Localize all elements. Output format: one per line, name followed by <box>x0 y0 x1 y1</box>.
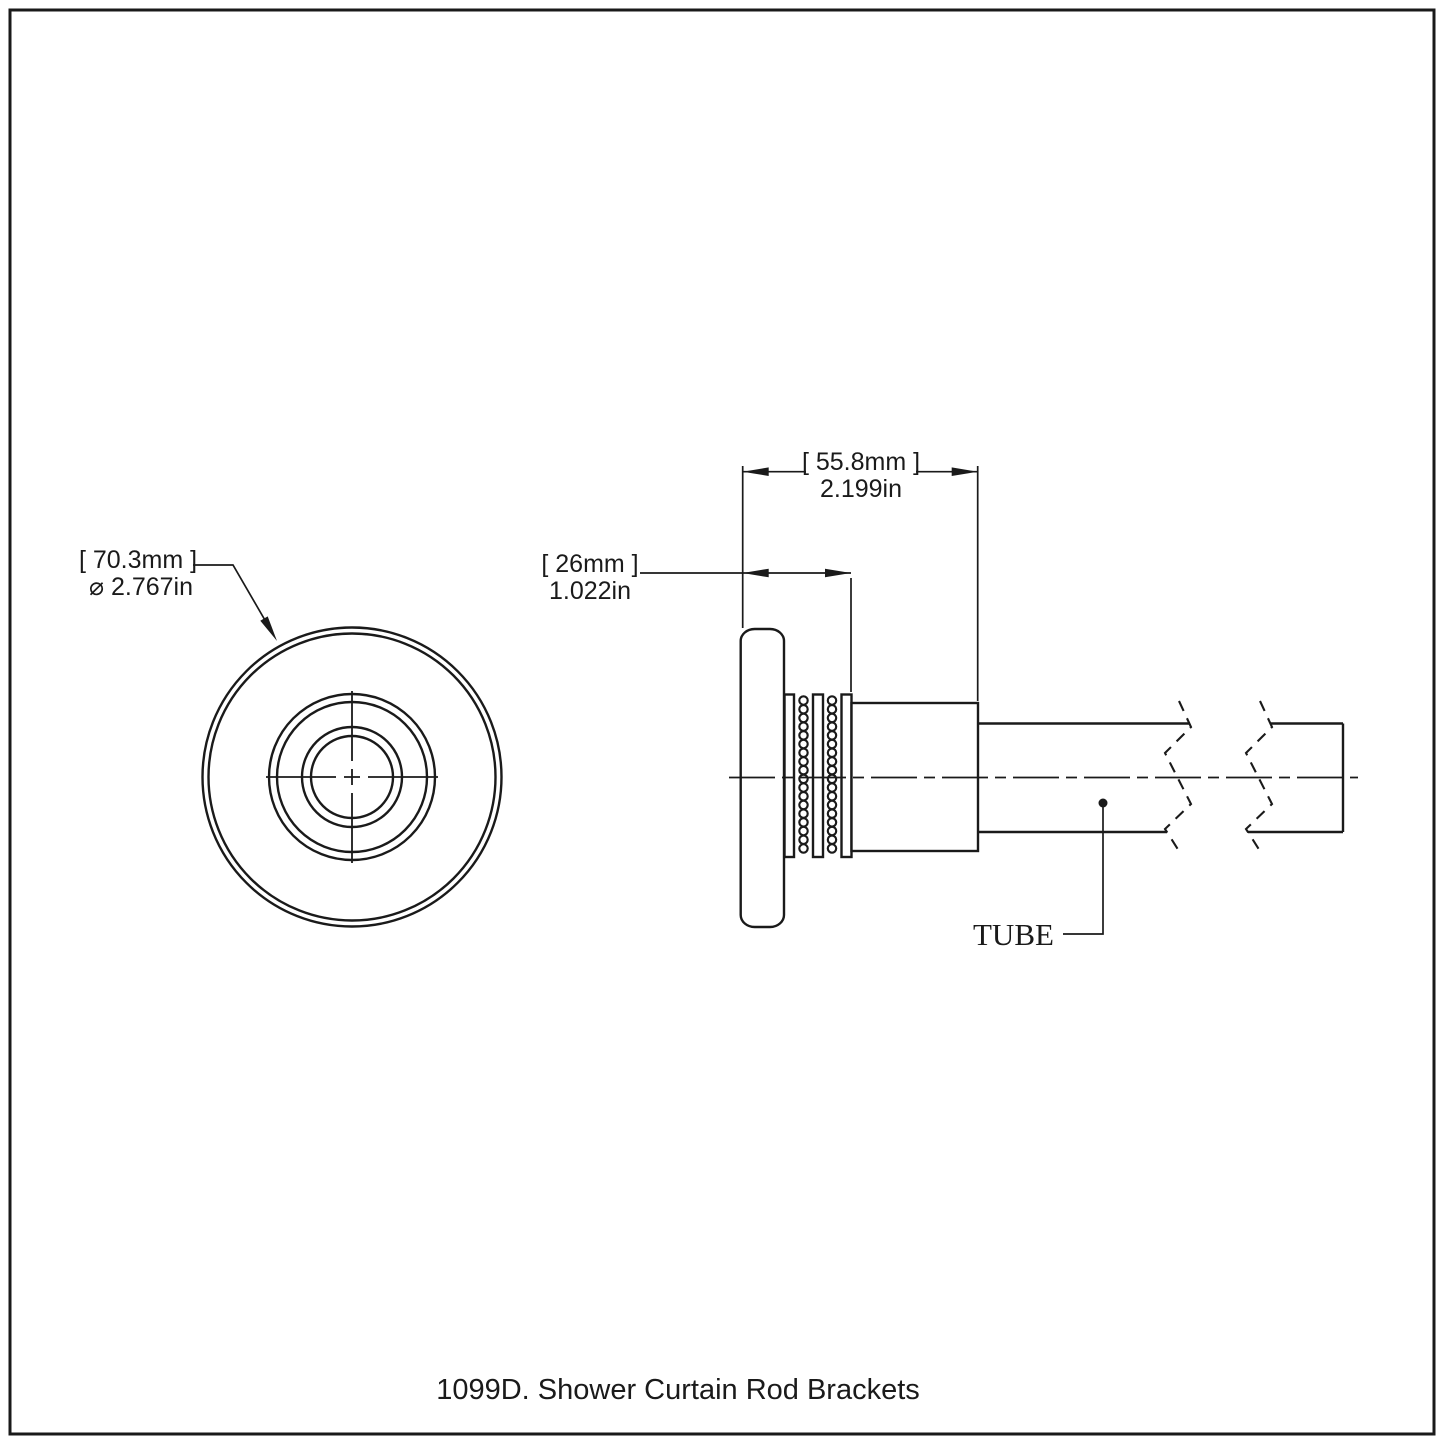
collar-ring-3 <box>840 693 853 859</box>
collar-ring-2 <box>811 693 825 859</box>
diameter-leader-line <box>193 564 274 635</box>
front-view <box>201 626 503 928</box>
tube <box>978 700 1345 852</box>
tube-break-line-2 <box>1244 700 1274 852</box>
drawing-caption: 1099D. Shower Curtain Rod Brackets <box>436 1374 920 1406</box>
overall-depth-label-imperial: 2.199in <box>820 475 902 503</box>
diameter-label-imperial: ⌀ 2.767in <box>89 573 193 601</box>
tube-callout: TUBE <box>973 798 1108 952</box>
tube-break-line-1 <box>1163 700 1193 852</box>
flange-dim-arrow-left <box>742 568 769 578</box>
overall-dim-arrow-left <box>742 467 769 476</box>
tube-leader-line <box>1063 803 1104 935</box>
flange-depth-label-imperial: 1.022in <box>549 577 631 605</box>
collar-ring-1 <box>783 693 796 859</box>
tube-label: TUBE <box>973 917 1054 952</box>
flange-dim-arrow-right <box>825 568 851 578</box>
flange-rim-circle-inner <box>207 632 497 922</box>
side-view <box>729 627 1358 929</box>
diameter-leader-arrowhead <box>260 616 277 641</box>
overall-depth-label-metric: [ 55.8mm ] <box>802 448 920 476</box>
flange-depth-dimension: [ 26mm ] 1.022in <box>541 550 852 692</box>
flange-rim-circle-outer <box>201 626 503 928</box>
overall-dim-arrow-right <box>951 467 978 476</box>
diameter-label-metric: [ 70.3mm ] <box>79 546 197 574</box>
front-diameter-dimension: [ 70.3mm ] ⌀ 2.767in <box>79 546 277 641</box>
flange-depth-label-metric: [ 26mm ] <box>541 550 638 578</box>
tube-leader-dot <box>1098 798 1108 808</box>
overall-depth-dimension: [ 55.8mm ] 2.199in <box>741 448 979 701</box>
sheet-border <box>8 8 1436 1436</box>
